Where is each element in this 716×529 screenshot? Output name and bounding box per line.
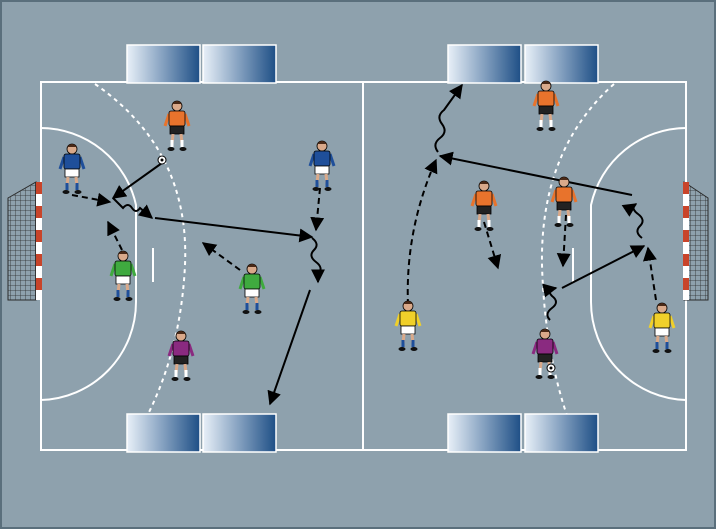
ball-icon xyxy=(158,156,166,164)
ball-icon xyxy=(547,364,555,372)
bench-bottom-left-b xyxy=(203,414,276,452)
right-goal xyxy=(683,182,708,300)
left-goal xyxy=(8,182,42,300)
bench-bottom-right-a xyxy=(448,414,521,452)
bench-top-right-a xyxy=(448,45,521,83)
bench-top-left-b xyxy=(203,45,276,83)
bench-top-right-b xyxy=(525,45,598,83)
bench-top-left-a xyxy=(127,45,200,83)
bench-bottom-right-b xyxy=(525,414,598,452)
bench-bottom-left-a xyxy=(127,414,200,452)
